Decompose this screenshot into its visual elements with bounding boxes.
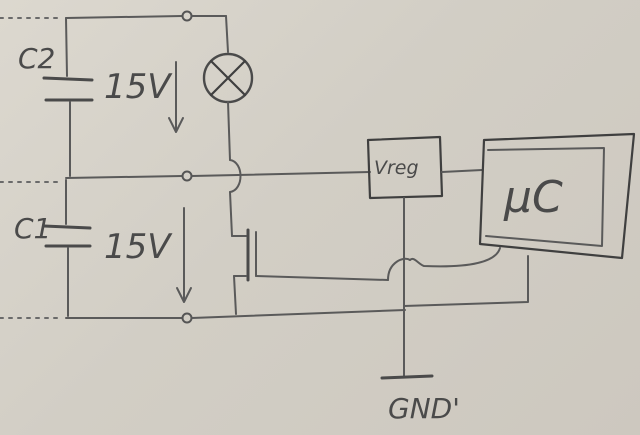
ground-bar [380,374,434,380]
c1-plate-top [42,224,92,230]
mid-rail-to-vreg [191,171,371,177]
v-top-label: 15V [104,67,173,107]
vreg-label: Vreg [374,157,419,179]
gate-wire [255,275,389,281]
c2-lead-top [65,17,68,77]
top-rail [65,15,183,19]
lamp-lead-top [225,15,229,53]
bottom-rail-right [191,309,406,319]
vreg-box [366,135,444,200]
drain-lead [229,191,233,237]
mid-node [181,170,193,182]
top-node [181,10,193,22]
bottom-node [181,312,193,324]
uc-box [478,132,636,260]
vreg-to-uc [441,169,483,173]
mid-rail [65,175,183,179]
gnd-label: GND' [388,392,460,425]
v-bottom-arrowhead [176,287,192,303]
lamp-cross-b [209,59,247,97]
c2-label: C2 [18,42,55,75]
v-bottom-label: 15V [104,227,173,267]
gate-wire-hop [387,257,411,281]
uc-gate-wire [409,247,501,268]
v-top-arrowhead [168,117,184,133]
source-to-ground [233,275,237,315]
uc-ground-wire [403,255,529,307]
wire-hop-mid [229,159,242,193]
c2-plate-top [42,76,94,82]
lamp-lead-bottom [227,101,231,161]
uc-label: μC [503,172,563,223]
c1-label: C1 [14,212,51,245]
uc-box-inner [485,147,605,247]
